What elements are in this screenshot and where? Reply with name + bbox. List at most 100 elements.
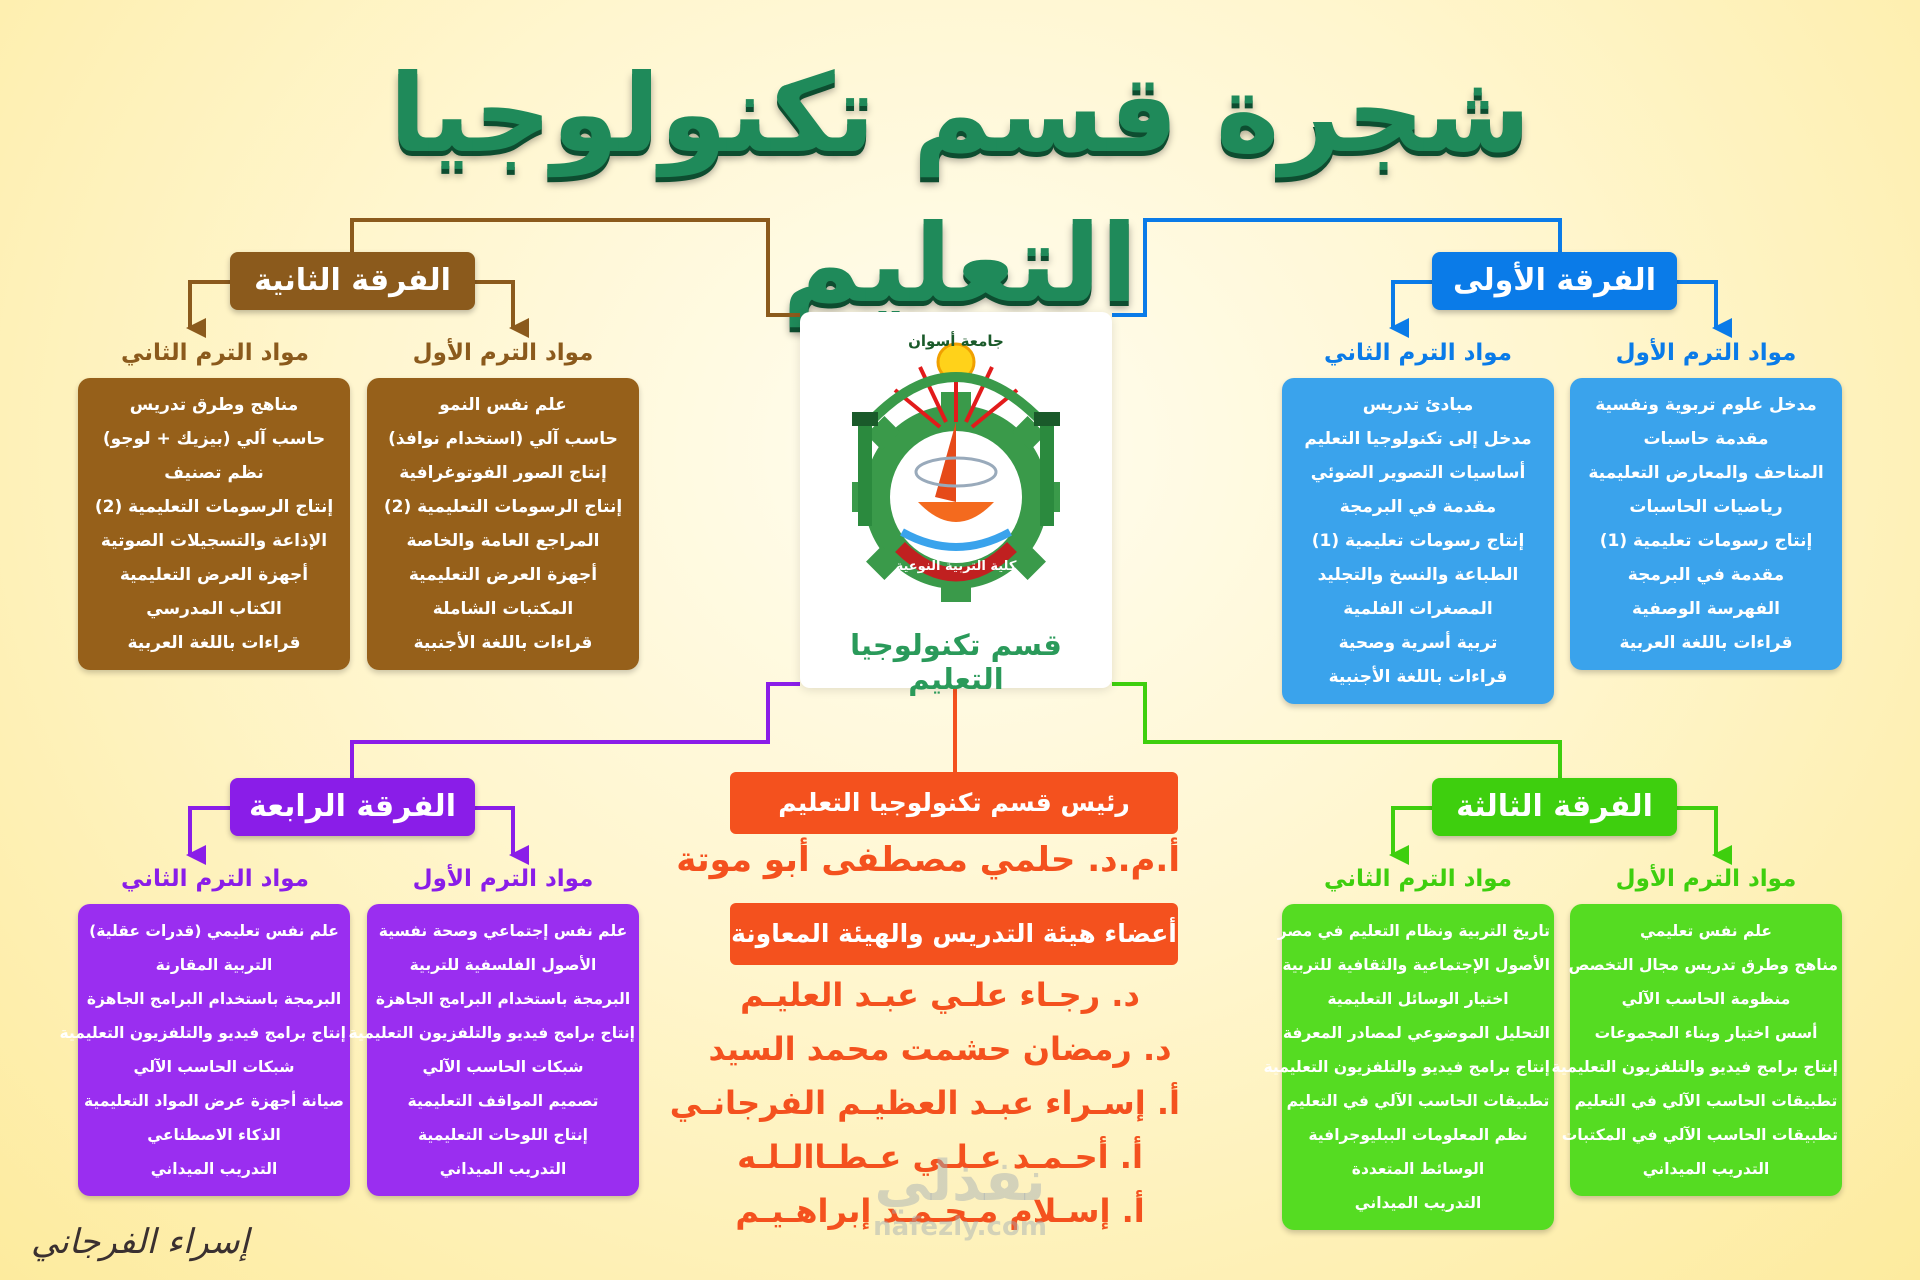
subject-item: نظم المعلومات الببليوجرافية bbox=[1308, 1126, 1528, 1144]
subject-item: مبادئ تدريس bbox=[1362, 395, 1474, 415]
subject-item: أجهزة العرض التعليمية bbox=[408, 565, 598, 585]
head-name: أ.م.د. حلمي مصطفى أبو موتة bbox=[676, 840, 1180, 880]
subject-item: المتاحف والمعارض التعليمية bbox=[1588, 463, 1824, 483]
subject-item: إنتاج اللوحات التعليمية bbox=[418, 1126, 588, 1144]
subject-item: إنتاج رسومات تعليمية (1) bbox=[1599, 531, 1813, 551]
subject-item: تطبيقات الحاسب الآلي في التعليم bbox=[1286, 1092, 1550, 1110]
subject-item: الذكاء الاصطناعي bbox=[147, 1126, 281, 1144]
level-first-label: الفرقة الأولى bbox=[1432, 252, 1677, 310]
level-fourth-term1-heading: مواد الترم الأول bbox=[412, 866, 594, 892]
logo-text: جامعة أسوان bbox=[908, 331, 1004, 350]
subject-item: الإذاعة والتسجيلات الصوتية bbox=[100, 531, 328, 551]
subject-item: تطبيقات الحاسب الآلي في المكتبات bbox=[1561, 1126, 1838, 1144]
subject-item: أسس اختيار وبناء المجموعات bbox=[1594, 1024, 1818, 1042]
level-first-term2-heading: مواد الترم الثاني bbox=[1324, 340, 1512, 366]
subject-item: مناهج وطرق تدريس مجال التخصص bbox=[1568, 956, 1839, 974]
subject-item: مناهج وطرق تدريس bbox=[129, 395, 299, 415]
subject-item: علم نفس إجتماعي وصحة نفسية bbox=[378, 922, 628, 940]
level-third-term1-heading: مواد الترم الأول bbox=[1615, 866, 1797, 892]
subject-item: تصميم المواقف التعليمية bbox=[407, 1092, 599, 1110]
level-fourth-term2-heading: مواد الترم الثاني bbox=[121, 866, 309, 892]
subject-item: مدخل علوم تربوية ونفسية bbox=[1595, 395, 1817, 415]
subject-item: مدخل إلى تكنولوجيا التعليم bbox=[1304, 429, 1532, 449]
subject-item: قراءات باللغة الأجنبية bbox=[413, 633, 593, 653]
staff-member: أ. إسـراء عبـد العظيـم الفرجانـي bbox=[669, 1084, 1180, 1122]
watermark-brand: نفذلي bbox=[874, 1149, 1046, 1214]
subject-item: أساسيات التصوير الضوئي bbox=[1310, 463, 1526, 483]
subject-item: اختيار الوسائل التعليمية bbox=[1327, 990, 1509, 1008]
subject-item: التدريب الميداني bbox=[1354, 1194, 1482, 1212]
staff-label: أعضاء هيئة التدريس والهيئة المعاونة bbox=[730, 903, 1178, 965]
subject-item: شبكات الحاسب الآلي bbox=[133, 1058, 295, 1076]
level-third-term1-list: علم نفس تعليمي مناهج وطرق تدريس مجال التخ… bbox=[1551, 904, 1842, 1196]
subject-item: شبكات الحاسب الآلي bbox=[422, 1058, 584, 1076]
level-second-term2-list: مناهج وطرق تدريس حاسب آلي (بيزيك + لوجو) ن… bbox=[78, 378, 350, 670]
subject-item: تاريخ التربية ونظام التعليم في مصر bbox=[1277, 922, 1550, 940]
subject-item: مقدمة في البرمجة bbox=[1627, 565, 1785, 585]
subject-item: التربية المقارنة bbox=[155, 956, 273, 974]
head-label: رئيس قسم تكنولوجيا التعليم bbox=[730, 772, 1178, 834]
page-title: شجرة قسم تكنولوجيا التعليم bbox=[389, 52, 1531, 327]
subject-item: حاسب آلي (استخدام نوافذ) bbox=[388, 429, 618, 449]
subject-item: تطبيقات الحاسب الآلي في التعليم bbox=[1574, 1092, 1838, 1110]
subject-item: الطباعة والنسخ والتجليد bbox=[1317, 565, 1519, 585]
subject-item: إنتاج برامج فيديو والتلفزيون التعليمية bbox=[59, 1024, 346, 1042]
pillar-icon bbox=[852, 412, 1060, 526]
subject-item: المراجع العامة والخاصة bbox=[406, 531, 600, 551]
subject-item: المصغرات الفلمية bbox=[1343, 599, 1493, 619]
level-second-term2-heading: مواد الترم الثاني bbox=[121, 340, 309, 366]
level-third-label: الفرقة الثالثة bbox=[1432, 778, 1677, 836]
subject-item: إنتاج الرسومات التعليمية (2) bbox=[383, 497, 623, 517]
subject-item: الأصول الفلسفية للتربية bbox=[409, 956, 597, 974]
subject-item: رياضيات الحاسبات bbox=[1629, 497, 1783, 517]
subject-item: مقدمة حاسبات bbox=[1643, 429, 1769, 449]
level-third-term2-heading: مواد الترم الثاني bbox=[1324, 866, 1512, 892]
subject-item: البرمجة باستخدام البرامج الجاهزة bbox=[375, 990, 631, 1008]
staff-member: أ. أحـمـد عـلـي عـطـاالـلـه bbox=[737, 1138, 1143, 1176]
university-logo: كلية التربية النوعية جامعة أسوان bbox=[852, 331, 1060, 602]
subject-item: علم نفس تعليمي (قدرات عقلية) bbox=[89, 922, 339, 940]
level-second-term1-list: علم نفس النمو حاسب آلي (استخدام نوافذ) إنت… bbox=[367, 378, 639, 670]
subject-item: علم نفس تعليمي bbox=[1639, 922, 1773, 940]
staff-member: أ. إسـلام مـحـمـد إبراهـيـم bbox=[735, 1192, 1145, 1230]
subject-item: مقدمة في البرمجة bbox=[1339, 497, 1497, 517]
subject-item: نظم تصنيف bbox=[164, 463, 264, 483]
subject-item: التدريب الميداني bbox=[439, 1160, 567, 1178]
subject-item: إنتاج رسومات تعليمية (1) bbox=[1311, 531, 1525, 551]
subject-item: الأصول الإجتماعية والثقافية للتربية bbox=[1282, 956, 1550, 974]
subject-item: قراءات باللغة العربية bbox=[1619, 633, 1793, 653]
subject-item: قراءات باللغة العربية bbox=[127, 633, 301, 653]
staff-member: د. رمضان حشمت محمد السيد bbox=[708, 1030, 1172, 1068]
subject-item: التحليل الموضوعي لمصادر المعرفة bbox=[1282, 1024, 1550, 1042]
subject-item: تربية أسرية وصحية bbox=[1338, 633, 1498, 653]
subject-item: صيانة أجهزة عرض المواد التعليمية bbox=[83, 1092, 344, 1110]
level-fourth-label: الفرقة الرابعة bbox=[230, 778, 475, 836]
subject-item: الوسائط المتعددة bbox=[1351, 1160, 1485, 1178]
subject-item: إنتاج الصور الفوتوغرافية bbox=[399, 463, 607, 483]
dept-label: قسم تكنولوجيا التعليم bbox=[850, 628, 1062, 696]
level-first-term1-list: مدخل علوم تربوية ونفسية مقدمة حاسبات المتا… bbox=[1570, 378, 1842, 670]
level-third-term2-list: تاريخ التربية ونظام التعليم في مصر الأصول… bbox=[1263, 904, 1554, 1230]
subject-item: منظومة الحاسب الآلي bbox=[1621, 990, 1791, 1008]
signature: إسراء الفرجاني bbox=[31, 1222, 249, 1262]
level-fourth-term2-list: علم نفس تعليمي (قدرات عقلية) التربية المق… bbox=[59, 904, 350, 1196]
subject-item: الكتاب المدرسي bbox=[146, 599, 282, 619]
watermark: نفذلي nafezly.com bbox=[840, 1149, 1080, 1243]
logo-subtext: كلية التربية النوعية bbox=[896, 559, 1017, 574]
level-second-term1-heading: مواد الترم الأول bbox=[412, 340, 594, 366]
staff-member: د. رجـاء علـي عبـد العليـم bbox=[740, 976, 1140, 1014]
subject-item: أجهزة العرض التعليمية bbox=[119, 565, 309, 585]
subject-item: التدريب الميداني bbox=[150, 1160, 278, 1178]
subject-item: إنتاج برامج فيديو والتلفزيون التعليمية bbox=[1263, 1058, 1550, 1076]
subject-item: التدريب الميداني bbox=[1642, 1160, 1770, 1178]
boat-icon bbox=[914, 422, 998, 522]
level-first-term1-heading: مواد الترم الأول bbox=[1615, 340, 1797, 366]
subject-item: حاسب آلي (بيزيك + لوجو) bbox=[102, 429, 326, 449]
level-second-label: الفرقة الثانية bbox=[230, 252, 475, 310]
watermark-url: nafezly.com bbox=[873, 1212, 1047, 1242]
subject-item: إنتاج برامج فيديو والتلفزيون التعليمية bbox=[1551, 1058, 1838, 1076]
subject-item: قراءات باللغة الأجنبية bbox=[1328, 667, 1508, 687]
subject-item: علم نفس النمو bbox=[439, 395, 567, 415]
subject-item: المكتبات الشاملة bbox=[432, 599, 574, 619]
subject-item: إنتاج الرسومات التعليمية (2) bbox=[94, 497, 334, 517]
